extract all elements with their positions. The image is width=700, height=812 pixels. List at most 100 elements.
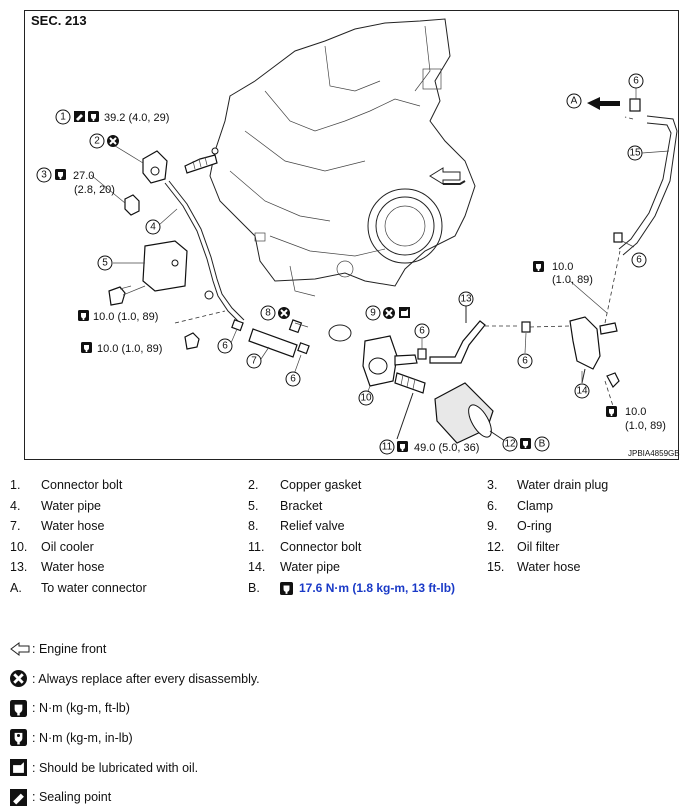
- callout-5-torque-a: 10.0 (1.0, 89): [78, 310, 158, 323]
- svg-text:5: 5: [102, 258, 108, 269]
- part-12-oil-filter: [434, 382, 506, 444]
- svg-text:6: 6: [522, 356, 528, 367]
- callout-8: 8: [260, 305, 291, 321]
- legend-text: O-ring: [517, 519, 552, 533]
- legend-row-letters: A. To water connector B. 17.6 N·m (1.8 kg-m…: [10, 581, 690, 602]
- sealing-point-icon: [10, 787, 32, 807]
- part-10-oil-cooler: [362, 335, 418, 387]
- symbol-text: : N·m (kg-m, in-lb): [32, 730, 133, 745]
- svg-text:13: 13: [460, 294, 472, 305]
- legend-text: Oil cooler: [41, 539, 94, 554]
- legend-b-torque: 17.6 N·m (1.8 kg-m, 13 ft-lb): [299, 580, 456, 595]
- symbol-row: : Sealing point: [10, 782, 260, 812]
- diagram-svg: SEC. 213: [31, 13, 680, 458]
- part-6-clamps: [231, 98, 641, 360]
- legend-text: Relief valve: [280, 519, 345, 533]
- legend-text: Connector bolt: [41, 478, 123, 492]
- symbol-text: : N·m (kg-m, ft-lb): [32, 701, 130, 716]
- legend-text-a: To water connector: [41, 580, 147, 595]
- symbol-text: : Always replace after every disassembly…: [32, 671, 260, 686]
- legend-text: Water hose: [517, 560, 581, 574]
- part-4-water-pipe: [164, 180, 245, 324]
- engine-block: [209, 18, 476, 297]
- part-13-water-hose: [429, 304, 571, 364]
- symbol-row: : N·m (kg-m, in-lb): [10, 723, 260, 753]
- svg-text:(1.0, 89): (1.0, 89): [552, 274, 593, 286]
- legend-number: 3.: [487, 478, 498, 492]
- callout-6a: 6: [217, 338, 233, 354]
- svg-text:10.0 (1.0, 89): 10.0 (1.0, 89): [97, 343, 162, 355]
- svg-text:6: 6: [419, 326, 425, 337]
- svg-text:A: A: [571, 96, 578, 107]
- legend-number: 13.: [10, 560, 28, 574]
- legend-letter-b: B.: [248, 580, 260, 595]
- legend-letter-a: A.: [10, 580, 22, 595]
- part-2-copper-gasket: [142, 150, 168, 184]
- legend-text: Water pipe: [280, 560, 340, 574]
- svg-text:3: 3: [41, 170, 47, 181]
- callout-6b: 6: [285, 371, 301, 387]
- callout-7: 7: [246, 353, 262, 369]
- svg-text:11: 11: [382, 442, 393, 453]
- callout-11: 11 49.0 (5.0, 36): [379, 439, 479, 455]
- legend-number: 6.: [487, 498, 498, 513]
- symbol-row: : Should be lubricated with oil.: [10, 753, 260, 783]
- svg-text:10: 10: [360, 393, 372, 404]
- legend-text: Water pipe: [41, 498, 101, 513]
- symbol-text: : Should be lubricated with oil.: [32, 760, 199, 775]
- part-7-water-hose: [248, 328, 298, 358]
- callout-12: 12 B: [502, 436, 550, 452]
- callout-15: 15: [627, 145, 670, 161]
- symbol-text: : Engine front: [32, 641, 107, 656]
- svg-text:39.2 (4.0, 29): 39.2 (4.0, 29): [104, 112, 169, 124]
- section-label: SEC. 213: [31, 13, 87, 28]
- legend-number: 10.: [10, 539, 28, 554]
- svg-text:6: 6: [222, 341, 228, 352]
- part-1-connector-bolt: [184, 147, 219, 174]
- callout-1: 1 39.2 (4.0, 29): [55, 109, 169, 125]
- callout-5-torque-b: 10.0 (1.0, 89): [81, 342, 162, 355]
- torque-ftlb-icon: [280, 581, 293, 595]
- svg-text:8: 8: [265, 308, 271, 319]
- engine-front-arrow-icon: [10, 639, 32, 659]
- lubricate-oil-icon: [10, 758, 32, 778]
- svg-text:2: 2: [94, 136, 100, 147]
- legend-number: 8.: [248, 519, 259, 533]
- callout-6d: 6: [517, 353, 533, 369]
- part-14-water-pipe: [569, 250, 621, 407]
- legend-text: Clamp: [517, 498, 554, 513]
- symbol-row: : Always replace after every disassembly…: [10, 664, 260, 694]
- svg-text:9: 9: [370, 308, 376, 319]
- callout-2: 2: [89, 133, 120, 149]
- legend-number: 4.: [10, 498, 21, 513]
- svg-text:(2.8, 20): (2.8, 20): [74, 184, 115, 196]
- callout-14: 14: [574, 383, 590, 399]
- svg-text:15: 15: [629, 148, 641, 159]
- torque-inlb-icon: [10, 728, 32, 748]
- to-water-connector-arrow: [587, 97, 620, 110]
- callout-4: 4: [145, 219, 161, 235]
- legend-text: Water hose: [41, 519, 105, 533]
- diagram-code: JPBIA4859GB: [628, 449, 680, 458]
- svg-text:10.0: 10.0: [625, 406, 646, 418]
- symbol-text: : Sealing point: [32, 790, 112, 805]
- torque-ftlb-icon: [10, 698, 32, 718]
- callout-14-torque-bottom: 10.0 (1.0, 89): [606, 406, 666, 432]
- part-5-bracket: [108, 240, 226, 350]
- legend-number: 11.: [248, 539, 265, 554]
- part-8-relief-valve: [288, 319, 303, 334]
- svg-text:14: 14: [576, 386, 588, 397]
- callout-5: 5: [97, 255, 113, 271]
- legend-text: Oil filter: [517, 539, 560, 554]
- legend-text: Water drain plug: [517, 478, 609, 492]
- svg-text:6: 6: [290, 374, 296, 385]
- legend-text: Copper gasket: [280, 478, 362, 492]
- callout-13: 13: [458, 291, 474, 307]
- always-replace-icon: [10, 669, 32, 689]
- legend-number: 14.: [248, 560, 266, 574]
- symbol-row: : Engine front: [10, 634, 260, 664]
